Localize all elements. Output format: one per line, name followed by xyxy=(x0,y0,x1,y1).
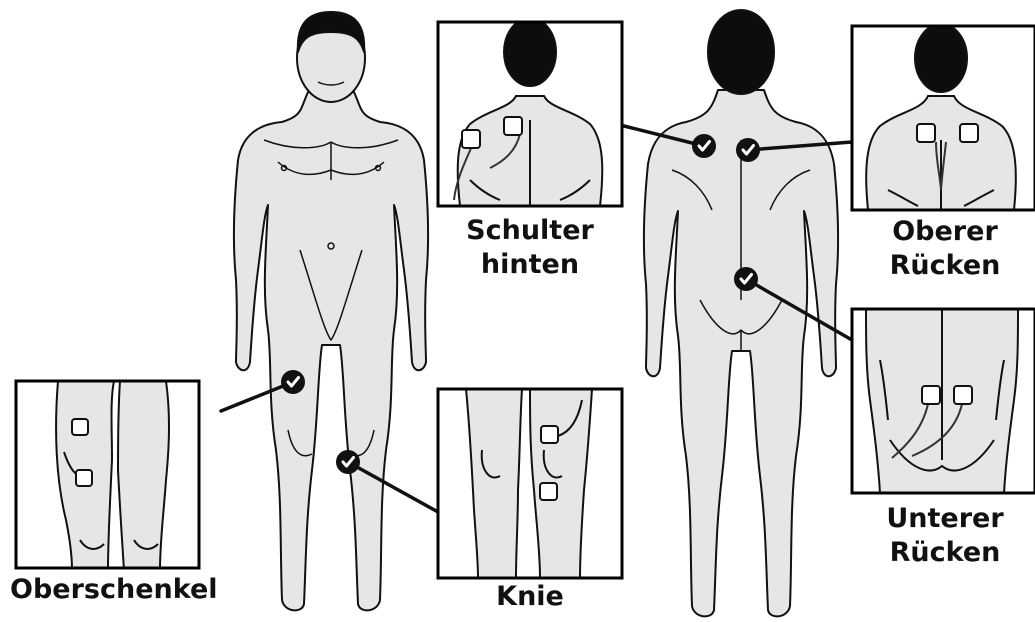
panel-lower-back xyxy=(852,309,1035,493)
back-body-figure xyxy=(644,10,838,616)
panel-shoulder xyxy=(438,18,622,206)
panel-thigh xyxy=(16,381,199,570)
checkmark-circle-icon xyxy=(736,138,760,162)
label-unterer-ruecken: Unterer Rücken xyxy=(868,502,1022,570)
checkmark-circle-icon xyxy=(734,267,758,291)
panel-knee xyxy=(438,389,622,578)
checkmark-circle-icon xyxy=(336,450,360,474)
electrode-pad xyxy=(540,483,557,500)
label-knie: Knie xyxy=(480,580,580,614)
electrode-pad xyxy=(504,117,522,135)
panel-upper-back xyxy=(852,24,1035,210)
checkmark-circle-icon xyxy=(281,370,305,394)
label-oberer-ruecken: Oberer Rücken xyxy=(868,215,1022,283)
electrode-pad xyxy=(462,130,480,148)
label-oberschenkel: Oberschenkel xyxy=(10,573,210,607)
front-body-figure xyxy=(234,12,428,610)
electrode-pad xyxy=(960,124,978,142)
electrode-pad xyxy=(917,124,935,142)
back-head xyxy=(708,10,774,94)
electrode-pad xyxy=(541,426,558,443)
label-schulter-hinten: Schulter hinten xyxy=(450,214,610,282)
checkmark-circle-icon xyxy=(692,134,716,158)
electrode-pad xyxy=(922,386,940,404)
electrode-pad xyxy=(954,386,972,404)
electrode-pad xyxy=(72,419,88,435)
electrode-pad xyxy=(76,470,92,486)
